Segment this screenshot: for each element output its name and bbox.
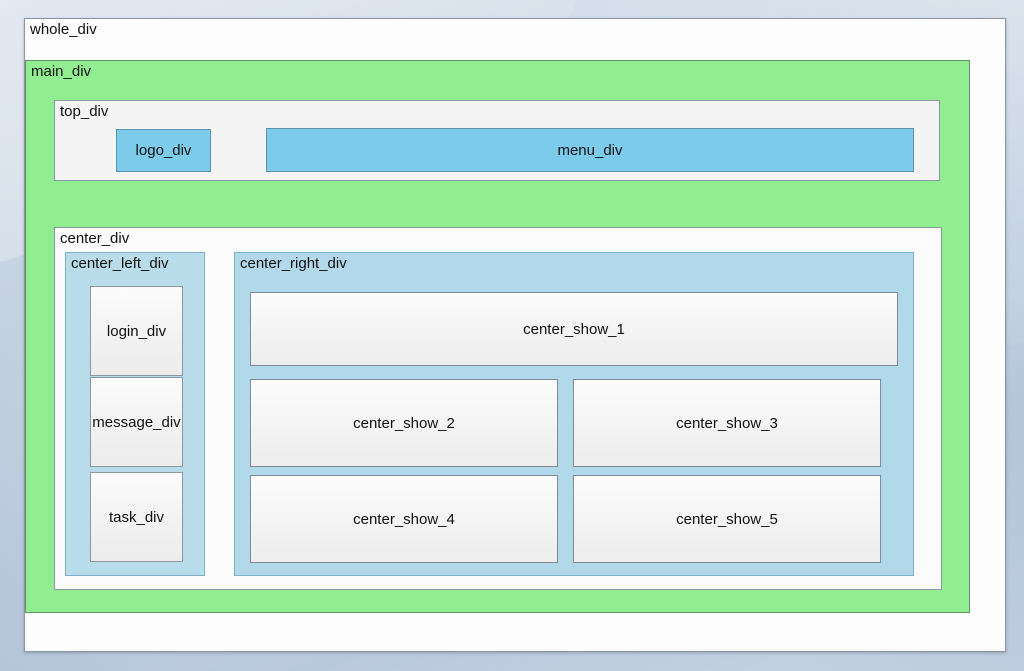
center-div-container: center_div center_left_div login_div mes…	[54, 227, 942, 590]
menu-div-label: menu_div	[557, 141, 623, 159]
center-show-4-block[interactable]: center_show_4	[250, 475, 558, 563]
center-show-1-label: center_show_1	[523, 320, 625, 338]
login-div-block[interactable]: login_div	[90, 286, 183, 376]
center-left-div-label: center_left_div	[71, 255, 169, 272]
center-show-5-block[interactable]: center_show_5	[573, 475, 881, 563]
center-show-2-block[interactable]: center_show_2	[250, 379, 558, 467]
whole-div-label: whole_div	[30, 21, 97, 38]
center-show-5-label: center_show_5	[676, 510, 778, 528]
center-div-label: center_div	[60, 230, 130, 247]
center-show-3-label: center_show_3	[676, 414, 778, 432]
main-div-container: main_div top_div logo_div menu_div cente…	[25, 60, 970, 613]
whole-div-container: whole_div main_div top_div logo_div menu…	[24, 18, 1006, 652]
logo-div-block[interactable]: logo_div	[116, 129, 211, 172]
top-div-container: top_div logo_div menu_div	[54, 100, 940, 181]
login-div-label: login_div	[106, 322, 167, 340]
center-show-4-label: center_show_4	[353, 510, 455, 528]
task-div-label: task_div	[108, 508, 165, 526]
center-left-div-container: center_left_div login_div message_div ta…	[65, 252, 205, 576]
center-show-2-label: center_show_2	[353, 414, 455, 432]
logo-div-label: logo_div	[135, 142, 192, 159]
menu-div-block[interactable]: menu_div	[266, 128, 914, 172]
top-div-label: top_div	[60, 103, 109, 120]
message-div-label: message_div	[92, 413, 181, 431]
message-div-block[interactable]: message_div	[90, 377, 183, 467]
center-show-1-block[interactable]: center_show_1	[250, 292, 898, 366]
main-div-label: main_div	[31, 63, 92, 80]
task-div-block[interactable]: task_div	[90, 472, 183, 562]
center-right-div-container: center_right_div center_show_1 center_sh…	[234, 252, 914, 576]
center-right-div-label: center_right_div	[240, 255, 347, 272]
center-show-3-block[interactable]: center_show_3	[573, 379, 881, 467]
